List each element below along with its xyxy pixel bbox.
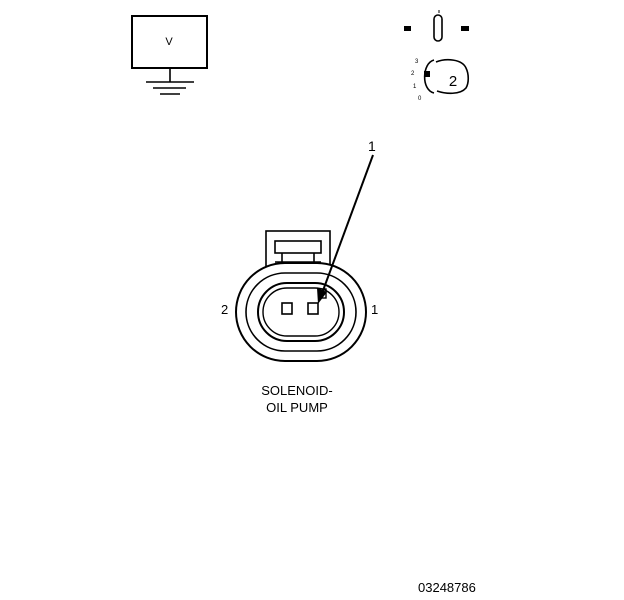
ignition-position-0: 0 xyxy=(418,96,422,102)
ground-icon xyxy=(146,68,194,95)
connector-body-inner xyxy=(245,272,357,352)
connector-pin-label-right: 1 xyxy=(371,302,378,317)
component-name-line2: OIL PUMP xyxy=(266,400,328,415)
connector-pin-label-left: 2 xyxy=(221,302,228,317)
solenoid-oil-pump-connector: 2 1 xyxy=(221,230,378,362)
ignition-position-2: 2 xyxy=(411,71,415,77)
callout-pointer: 1 xyxy=(317,138,376,304)
ignition-key-marker xyxy=(424,71,430,77)
ignition-key-icon xyxy=(423,58,470,95)
component-name-line1: SOLENOID- xyxy=(261,383,333,398)
connector-face-inner xyxy=(262,287,340,337)
connector-face xyxy=(257,282,345,342)
ignition-slot-icon xyxy=(433,14,443,42)
connector-body-outer xyxy=(235,262,367,362)
voltmeter-symbol: V xyxy=(165,36,173,48)
ignition-position-1: 1 xyxy=(413,84,417,90)
figure-id: 03248786 xyxy=(418,580,476,595)
ignition-switch: 3 2 1 0 2 xyxy=(404,10,470,102)
ignition-left-contact xyxy=(404,26,411,31)
voltmeter: V xyxy=(131,15,208,95)
ignition-position-3: 3 xyxy=(415,59,419,65)
connector-pin-2 xyxy=(281,302,293,315)
ignition-key-position: 2 xyxy=(449,73,457,90)
connector-pin-1 xyxy=(307,302,319,315)
ignition-right-contact xyxy=(461,26,469,31)
callout-number: 1 xyxy=(368,138,376,154)
